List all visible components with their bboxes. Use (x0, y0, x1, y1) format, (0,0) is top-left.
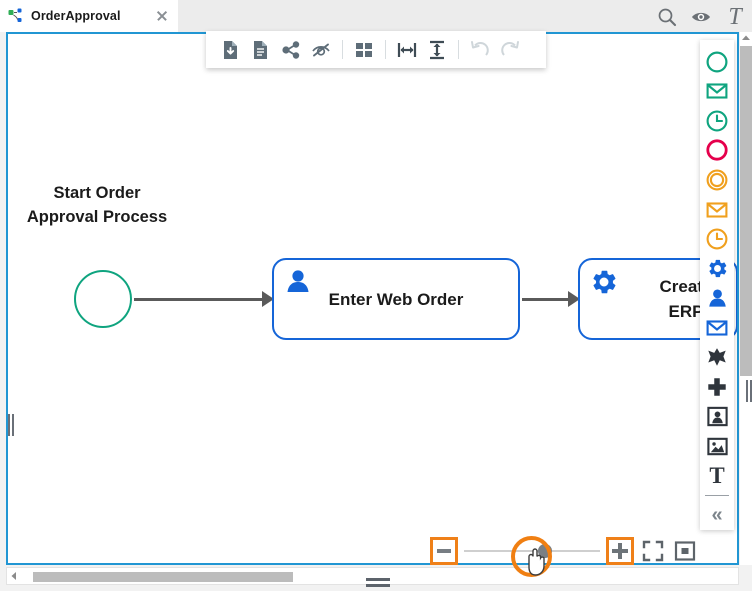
zoom-slider-handle[interactable] (538, 544, 552, 558)
gear-icon (589, 267, 619, 297)
canvas-surface[interactable]: Start Order Approval Process Enter Web O… (8, 34, 737, 563)
search-icon[interactable] (656, 6, 678, 28)
scroll-up-icon[interactable] (741, 32, 751, 44)
toolbar-separator (385, 40, 386, 59)
align-horizontal-icon[interactable] (392, 35, 422, 65)
process-title-line2: Approval Process (26, 208, 168, 226)
palette-text-annotation[interactable]: T (709, 462, 725, 488)
task-enter-web-order[interactable]: Enter Web Order (272, 258, 520, 340)
sequence-flow-2[interactable] (522, 291, 580, 307)
grid-layout-icon[interactable] (349, 35, 379, 65)
palette-parallel-gateway[interactable] (703, 372, 731, 402)
task-label-line2: ERP (668, 302, 704, 321)
element-palette: T « (700, 40, 734, 530)
palette-send-task[interactable] (703, 313, 731, 343)
palette-timer-intermediate-event[interactable] (703, 224, 731, 254)
resize-handle-right[interactable] (746, 378, 752, 404)
eye-icon[interactable] (690, 6, 712, 28)
undo-icon[interactable] (465, 35, 495, 65)
vertical-scroll-thumb[interactable] (740, 46, 752, 376)
palette-service-task[interactable] (703, 254, 731, 284)
tab-bar: OrderApproval T (0, 0, 752, 32)
redo-icon[interactable] (495, 35, 525, 65)
palette-image[interactable] (703, 431, 731, 461)
diagram-canvas[interactable]: Start Order Approval Process Enter Web O… (6, 32, 739, 565)
resize-handle-left[interactable] (8, 412, 14, 438)
palette-timer-start-event[interactable] (703, 106, 731, 136)
tab-orderapproval[interactable]: OrderApproval (0, 0, 178, 32)
process-title-line1: Start Order (53, 184, 141, 202)
collapse-palette-button[interactable]: « (711, 504, 723, 527)
task-label-line1: Create (659, 277, 713, 296)
palette-message-start-event[interactable] (703, 77, 731, 107)
diagram-toolbar (206, 31, 546, 68)
palette-separator (705, 495, 729, 497)
task-label: Create ERP (660, 274, 713, 324)
document-icon[interactable] (246, 35, 276, 65)
palette-start-event[interactable] (703, 47, 731, 77)
palette-end-event[interactable] (703, 136, 731, 166)
fit-to-screen-button[interactable] (640, 538, 666, 564)
palette-pool[interactable] (703, 402, 731, 432)
palette-exclusive-gateway[interactable] (703, 343, 731, 373)
user-icon (283, 267, 313, 297)
horizontal-scroll-thumb[interactable] (33, 572, 293, 582)
task-label: Enter Web Order (328, 289, 464, 309)
vertical-scrollbar[interactable] (740, 32, 752, 565)
zoom-out-button[interactable] (430, 537, 458, 565)
diagram-icon (8, 8, 24, 24)
palette-message-intermediate-event[interactable] (703, 195, 731, 225)
sequence-flow-1[interactable] (134, 291, 274, 307)
start-event[interactable] (74, 270, 132, 328)
toolbar-separator (458, 40, 459, 59)
page-title: Start Order Approval Process (8, 181, 186, 229)
header-icon-group: T (656, 2, 746, 32)
zoom-controls (430, 535, 698, 567)
actual-size-button[interactable] (672, 538, 698, 564)
zoom-slider[interactable] (464, 544, 600, 558)
share-icon[interactable] (276, 35, 306, 65)
save-document-icon[interactable] (216, 35, 246, 65)
palette-intermediate-event[interactable] (703, 165, 731, 195)
eye-off-icon[interactable] (306, 35, 336, 65)
palette-user-task[interactable] (703, 284, 731, 314)
text-format-icon[interactable]: T (728, 3, 742, 30)
scroll-left-icon[interactable] (7, 568, 21, 584)
close-icon[interactable] (154, 8, 170, 24)
tab-title: OrderApproval (31, 9, 121, 23)
align-vertical-icon[interactable] (422, 35, 452, 65)
resize-handle-bottom[interactable] (366, 578, 390, 587)
zoom-in-button[interactable] (606, 537, 634, 565)
toolbar-separator (342, 40, 343, 59)
